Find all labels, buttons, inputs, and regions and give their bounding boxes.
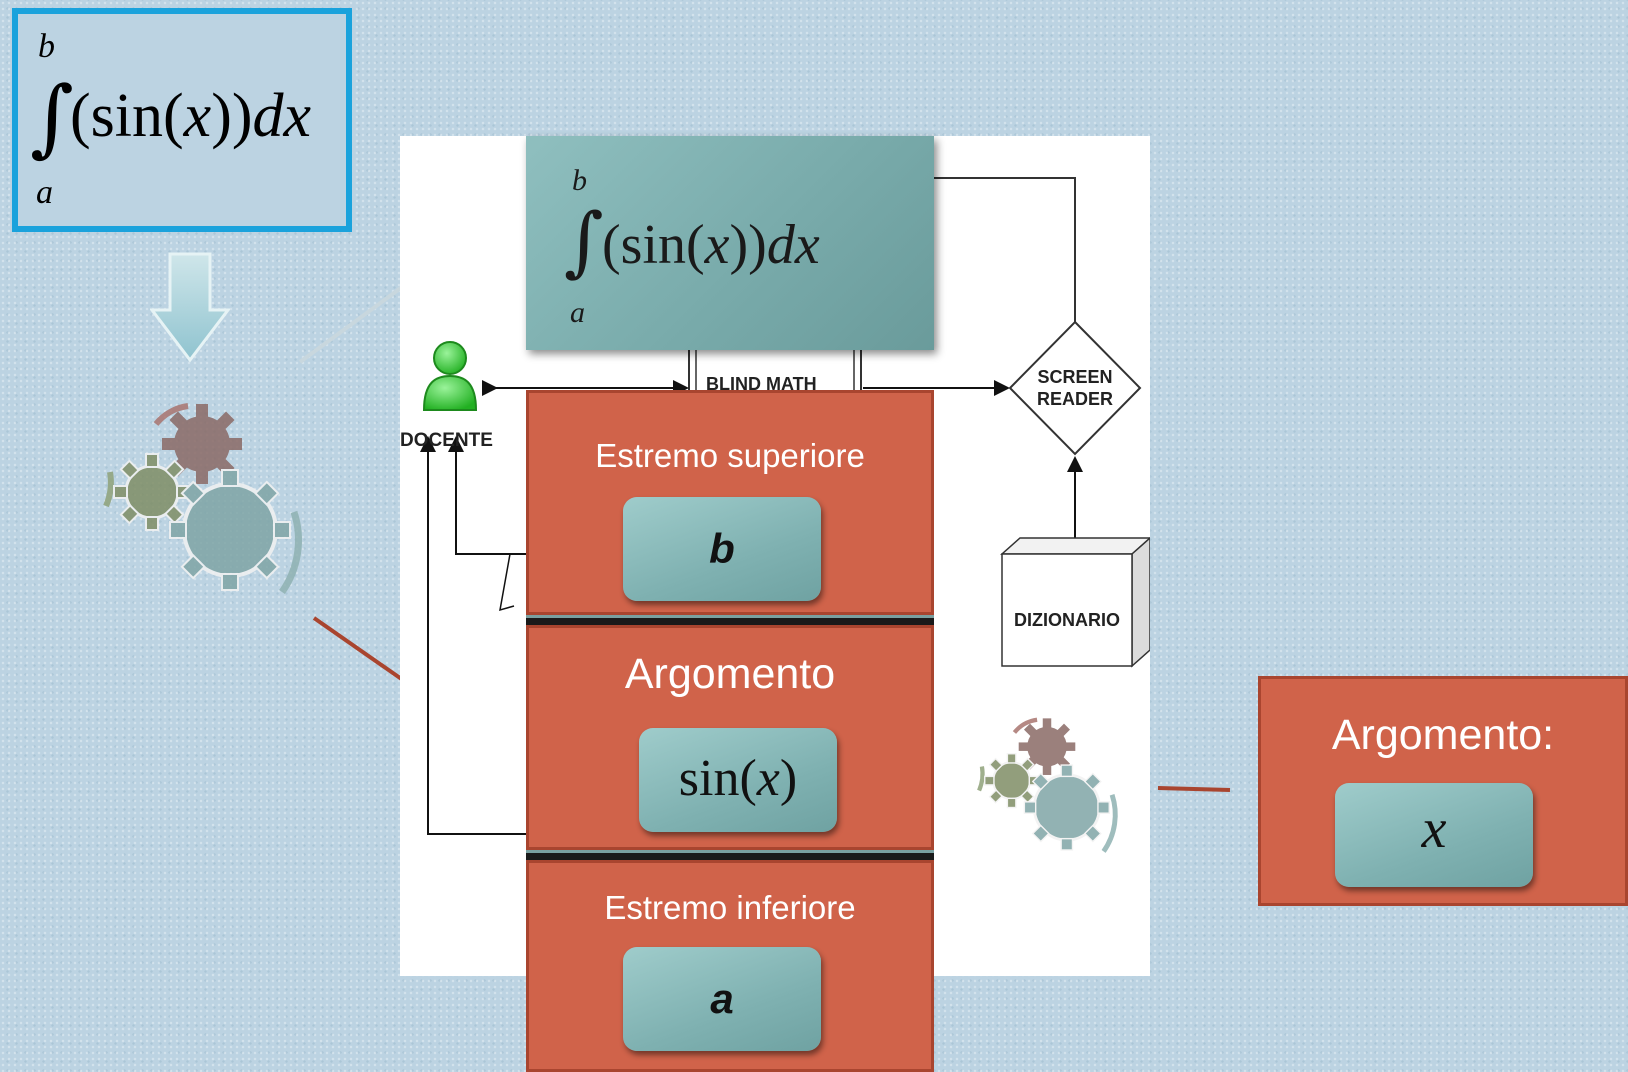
dx: dx <box>252 82 312 150</box>
screen-reader-line1: SCREEN <box>1037 367 1113 387</box>
upper-limit-value-button[interactable]: b <box>623 497 821 601</box>
lower-limit-label: Estremo inferiore <box>604 889 856 926</box>
blind-math-label: BLIND MATH <box>706 374 817 394</box>
dizionario-box <box>1001 553 1133 667</box>
teal-var: x <box>704 214 730 276</box>
lower-limit-section: Estremo inferiore a <box>526 860 934 1072</box>
section-divider <box>526 850 934 860</box>
upper-limit-label: Estremo superiore <box>595 437 865 474</box>
argument-var: x <box>756 750 780 807</box>
teal-formula-box: b ∫ a (sin(x))dx <box>526 136 934 350</box>
teal-dx: dx <box>766 214 820 276</box>
formula-box: b ∫ a (sin(x))dx <box>12 8 352 232</box>
teal-integral-sign: ∫ <box>564 196 604 285</box>
lparen: ( <box>70 82 91 150</box>
upper-limit-value: b <box>709 525 735 572</box>
argument-detail-value-button[interactable]: x <box>1335 783 1533 887</box>
gears-icon-small <box>977 717 1118 853</box>
teal-func: sin( <box>620 214 705 276</box>
upper-limit: b <box>38 28 55 65</box>
argument-value-button[interactable]: sin(x) <box>639 728 837 832</box>
rparen: )) <box>211 82 253 150</box>
argument-value: sin(x) <box>639 748 837 809</box>
integrand: (sin(x))dx <box>70 80 311 152</box>
teal-rparen: )) <box>729 214 767 276</box>
lower-limit-value-button[interactable]: a <box>623 947 821 1051</box>
argument-close: ) <box>779 750 798 807</box>
user-icon <box>422 341 478 411</box>
down-arrow-icon <box>150 252 230 363</box>
func: sin( <box>90 82 184 150</box>
gears-icon <box>103 403 302 595</box>
teal-integrand: (sin(x))dx <box>602 212 820 277</box>
lower-limit-value: a <box>710 975 734 1022</box>
screen-reader-diamond <box>1008 320 1142 456</box>
argument-detail-box: Argomento: x <box>1258 676 1628 906</box>
upper-limit-section: Estremo superiore b <box>526 390 934 615</box>
section-divider <box>526 615 934 625</box>
teal-lparen: ( <box>602 214 621 276</box>
screen-reader-line2: READER <box>1036 389 1113 409</box>
var: x <box>183 82 212 150</box>
argument-detail-value: x <box>1421 798 1447 860</box>
teal-upper-limit: b <box>572 164 587 197</box>
teal-lower-limit: a <box>570 296 585 329</box>
dizionario-label: DIZIONARIO <box>1014 610 1120 630</box>
argument-section: Argomento sin(x) <box>526 625 934 850</box>
connector-line-right <box>1157 786 1231 792</box>
argument-func: sin( <box>678 750 757 807</box>
argument-detail-label: Argomento: <box>1331 711 1555 759</box>
docente-label: DOCENTE <box>400 430 493 451</box>
lower-limit: a <box>36 174 53 211</box>
screen-reader-label: SCREEN READER <box>1014 366 1136 410</box>
argument-label: Argomento <box>624 650 836 698</box>
diagram-lines <box>420 177 1150 835</box>
integral-sign: ∫ <box>30 68 74 166</box>
